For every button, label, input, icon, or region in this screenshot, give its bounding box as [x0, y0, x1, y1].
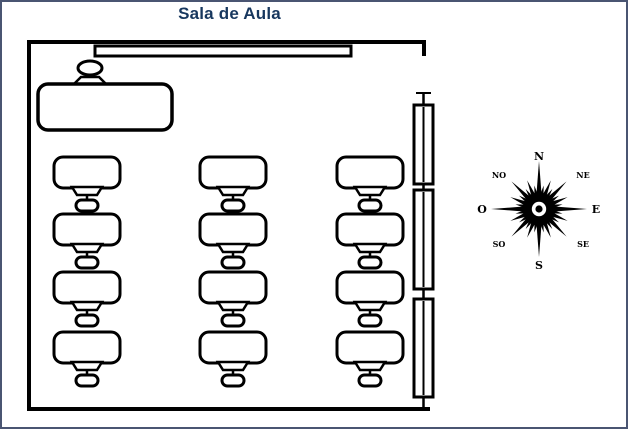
- student-chair-back: [357, 255, 383, 270]
- student-chair-back: [74, 198, 100, 213]
- student-desk: [198, 330, 268, 365]
- compass-label-o: O: [477, 203, 487, 216]
- compass-label-s: S: [535, 259, 543, 272]
- student-chair-back: [74, 313, 100, 328]
- compass-label-se: SE: [577, 239, 589, 249]
- blackboard: [93, 44, 353, 58]
- student-chair-seat: [69, 242, 105, 254]
- student-desk: [52, 155, 122, 190]
- compass-label-n: N: [534, 150, 544, 163]
- page-title: Sala de Aula: [178, 4, 281, 23]
- student-desk-unit: [52, 330, 122, 388]
- student-chair-back: [357, 313, 383, 328]
- student-chair-back: [220, 255, 246, 270]
- student-desk-unit: [335, 212, 405, 270]
- student-desk-unit: [52, 155, 122, 213]
- student-chair-seat: [215, 242, 251, 254]
- compass-label-no: NO: [492, 170, 506, 180]
- teacher-chair: [69, 59, 111, 87]
- student-chair-back: [220, 198, 246, 213]
- student-chair-seat: [69, 360, 105, 372]
- student-chair-seat: [352, 300, 388, 312]
- student-desk-unit: [335, 270, 405, 328]
- student-chair-seat: [352, 185, 388, 197]
- compass-rose: [491, 161, 587, 257]
- student-desk-unit: [335, 155, 405, 213]
- student-chair-back: [74, 373, 100, 388]
- windows: [412, 92, 435, 409]
- student-chair-back: [74, 255, 100, 270]
- compass-label-ne: NE: [576, 170, 589, 180]
- student-desk: [52, 330, 122, 365]
- teacher-chair-back: [76, 59, 104, 77]
- student-desk: [335, 212, 405, 247]
- student-desk: [335, 155, 405, 190]
- student-chair-back: [357, 373, 383, 388]
- student-desk: [198, 155, 268, 190]
- student-desk-unit: [198, 155, 268, 213]
- student-chair-seat: [69, 300, 105, 312]
- student-chair-seat: [215, 300, 251, 312]
- student-desks: [52, 155, 405, 388]
- student-desk: [335, 330, 405, 365]
- compass-labels: N NE E SE S SO O NO: [477, 150, 600, 272]
- window: [412, 103, 435, 186]
- student-chair-seat: [69, 185, 105, 197]
- student-desk-unit: [52, 212, 122, 270]
- student-desk: [335, 270, 405, 305]
- student-chair-seat: [352, 360, 388, 372]
- compass-spike: [545, 205, 587, 213]
- student-chair-back: [220, 313, 246, 328]
- student-chair-back: [220, 373, 246, 388]
- compass-hub-center: [535, 205, 543, 213]
- student-desk: [198, 270, 268, 305]
- student-chair-seat: [352, 242, 388, 254]
- teacher-desk: [36, 82, 174, 132]
- student-desk: [52, 212, 122, 247]
- student-desk-unit: [198, 212, 268, 270]
- compass-spike: [535, 215, 543, 257]
- room-walls: [27, 40, 430, 411]
- student-desk: [52, 270, 122, 305]
- compass-label-e: E: [592, 203, 600, 216]
- student-desk-unit: [335, 330, 405, 388]
- student-desk-unit: [52, 270, 122, 328]
- student-desk: [198, 212, 268, 247]
- compass-label-so: SO: [493, 239, 506, 249]
- compass-spike: [491, 205, 533, 213]
- student-chair-seat: [215, 185, 251, 197]
- window: [412, 188, 435, 291]
- student-chair-back: [357, 198, 383, 213]
- student-desk-unit: [198, 330, 268, 388]
- student-chair-seat: [215, 360, 251, 372]
- window: [412, 297, 435, 399]
- compass-spike: [535, 161, 543, 203]
- student-desk-unit: [198, 270, 268, 328]
